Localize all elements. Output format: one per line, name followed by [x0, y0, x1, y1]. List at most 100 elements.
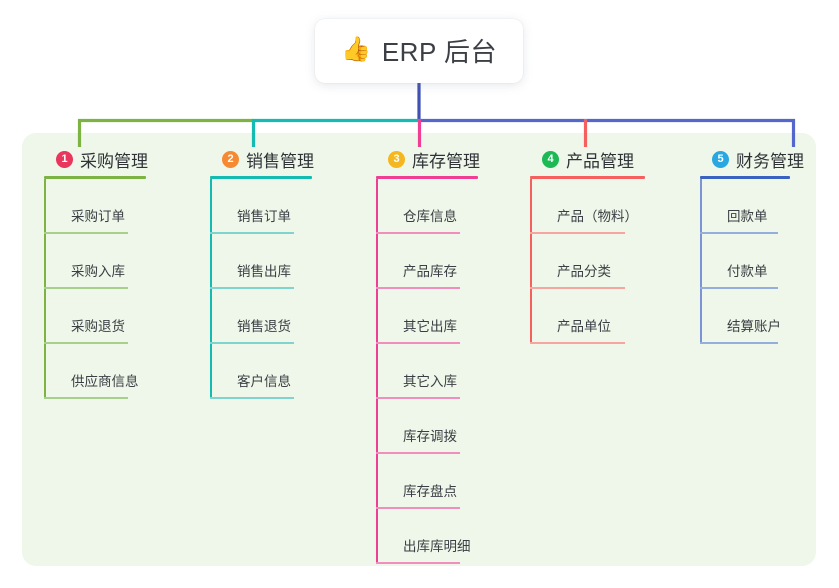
- branch-panel-background: [22, 133, 816, 566]
- branch-column-3: 3 库存管理仓库信息产品库存其它出库其它入库库存调拨库存盘点出库库明细: [376, 147, 480, 564]
- branch-item-label: 采购订单: [71, 209, 125, 224]
- branch-item-label: 付款单: [727, 264, 768, 279]
- branch-item[interactable]: 产品（物料）: [530, 179, 645, 234]
- branch-column-1: 1 采购管理采购订单采购入库采购退货供应商信息: [44, 147, 148, 399]
- branch-item[interactable]: 销售退货: [210, 289, 314, 344]
- branch-item-label: 仓库信息: [403, 209, 457, 224]
- branch-item-label: 库存调拨: [403, 429, 457, 444]
- branch-header-rule: [376, 176, 478, 179]
- branch-number-badge: 5: [712, 150, 729, 168]
- branch-item-label: 产品单位: [557, 319, 611, 334]
- branch-item-rule: [210, 397, 294, 399]
- branch-item-label: 结算账户: [727, 319, 781, 334]
- branch-item-rule: [700, 342, 778, 344]
- branch-item-label: 采购退货: [71, 319, 125, 334]
- branch-item-label: 采购入库: [71, 264, 125, 279]
- branch-spine: [210, 179, 212, 399]
- branch-header-1[interactable]: 1 采购管理: [44, 147, 148, 171]
- branch-item[interactable]: 采购订单: [44, 179, 148, 234]
- branch-number-badge: 3: [388, 150, 405, 168]
- branch-header-rule: [530, 176, 645, 179]
- branch-item[interactable]: 采购入库: [44, 234, 148, 289]
- branch-item-rule: [530, 342, 625, 344]
- branch-item[interactable]: 付款单: [700, 234, 804, 289]
- branch-item-rule: [210, 342, 294, 344]
- branch-header-5[interactable]: 5 财务管理: [700, 147, 804, 171]
- branch-number-badge: 4: [542, 150, 559, 168]
- branch-item-label: 产品库存: [403, 264, 457, 279]
- branch-item[interactable]: 仓库信息: [376, 179, 480, 234]
- root-title: ERP 后台: [381, 36, 498, 67]
- branch-item[interactable]: 采购退货: [44, 289, 148, 344]
- branch-item[interactable]: 库存盘点: [376, 454, 480, 509]
- branch-item-label: 出库库明细: [403, 539, 471, 554]
- branch-item-label: 其它出库: [403, 319, 457, 334]
- branch-item-rule: [44, 287, 128, 289]
- branch-item-rule: [376, 507, 460, 509]
- branch-item[interactable]: 结算账户: [700, 289, 804, 344]
- branch-header-3[interactable]: 3 库存管理: [376, 147, 480, 171]
- branch-header-rule: [44, 176, 146, 179]
- branch-item[interactable]: 产品单位: [530, 289, 645, 344]
- branch-item-label: 其它入库: [403, 374, 457, 389]
- branch-item-rule: [376, 562, 460, 564]
- branch-item[interactable]: 供应商信息: [44, 344, 148, 399]
- branch-item[interactable]: 其它入库: [376, 344, 480, 399]
- root-node-content: 👍 ERP 后台: [341, 32, 497, 69]
- branch-item-rule: [210, 232, 294, 234]
- thumbs-up-icon: 👍: [340, 36, 371, 63]
- branch-title: 财务管理: [736, 151, 804, 171]
- branch-spine: [376, 179, 378, 564]
- branch-spine: [700, 179, 702, 344]
- branch-item-label: 销售订单: [237, 209, 291, 224]
- branch-item-label: 销售退货: [237, 319, 291, 334]
- branch-item-rule: [44, 232, 128, 234]
- branch-item-list: 仓库信息产品库存其它出库其它入库库存调拨库存盘点出库库明细: [376, 179, 480, 564]
- branch-item[interactable]: 产品库存: [376, 234, 480, 289]
- branch-item-rule: [700, 232, 778, 234]
- branch-number-badge: 1: [56, 150, 73, 168]
- branch-spine: [530, 179, 532, 344]
- branch-item[interactable]: 客户信息: [210, 344, 314, 399]
- branch-item-label: 回款单: [727, 209, 768, 224]
- branch-item-rule: [376, 452, 460, 454]
- branch-item-rule: [376, 397, 460, 399]
- branch-item-list: 回款单付款单结算账户: [700, 179, 804, 344]
- branch-item[interactable]: 出库库明细: [376, 509, 480, 564]
- branch-item[interactable]: 其它出库: [376, 289, 480, 344]
- branch-item-rule: [210, 287, 294, 289]
- branch-spine: [44, 179, 46, 399]
- branch-title: 采购管理: [80, 151, 148, 171]
- branch-item-rule: [376, 287, 460, 289]
- branch-item-label: 产品分类: [557, 264, 611, 279]
- branch-item-list: 采购订单采购入库采购退货供应商信息: [44, 179, 148, 399]
- branch-header-rule: [700, 176, 790, 179]
- root-node[interactable]: 👍 ERP 后台: [315, 19, 523, 83]
- branch-title: 库存管理: [412, 151, 480, 171]
- branch-item-label: 产品（物料）: [557, 209, 638, 224]
- branch-item-rule: [530, 287, 625, 289]
- branch-item-label: 库存盘点: [403, 484, 457, 499]
- branch-item[interactable]: 销售出库: [210, 234, 314, 289]
- branch-item-rule: [530, 232, 625, 234]
- branch-item[interactable]: 销售订单: [210, 179, 314, 234]
- branch-item-rule: [376, 232, 460, 234]
- branch-item[interactable]: 库存调拨: [376, 399, 480, 454]
- branch-item[interactable]: 产品分类: [530, 234, 645, 289]
- branch-title: 销售管理: [246, 151, 314, 171]
- branch-item-list: 产品（物料） 产品分类产品单位: [530, 179, 645, 344]
- branch-header-rule: [210, 176, 312, 179]
- branch-item-rule: [44, 342, 128, 344]
- branch-number-badge: 2: [222, 150, 239, 168]
- branch-item-rule: [376, 342, 460, 344]
- branch-column-5: 5 财务管理回款单付款单结算账户: [700, 147, 804, 344]
- branch-item-label: 供应商信息: [71, 374, 139, 389]
- branch-item-rule: [44, 397, 128, 399]
- branch-item-label: 客户信息: [237, 374, 291, 389]
- branch-item-list: 销售订单销售出库销售退货客户信息: [210, 179, 314, 399]
- branch-item[interactable]: 回款单: [700, 179, 804, 234]
- branch-header-2[interactable]: 2 销售管理: [210, 147, 314, 171]
